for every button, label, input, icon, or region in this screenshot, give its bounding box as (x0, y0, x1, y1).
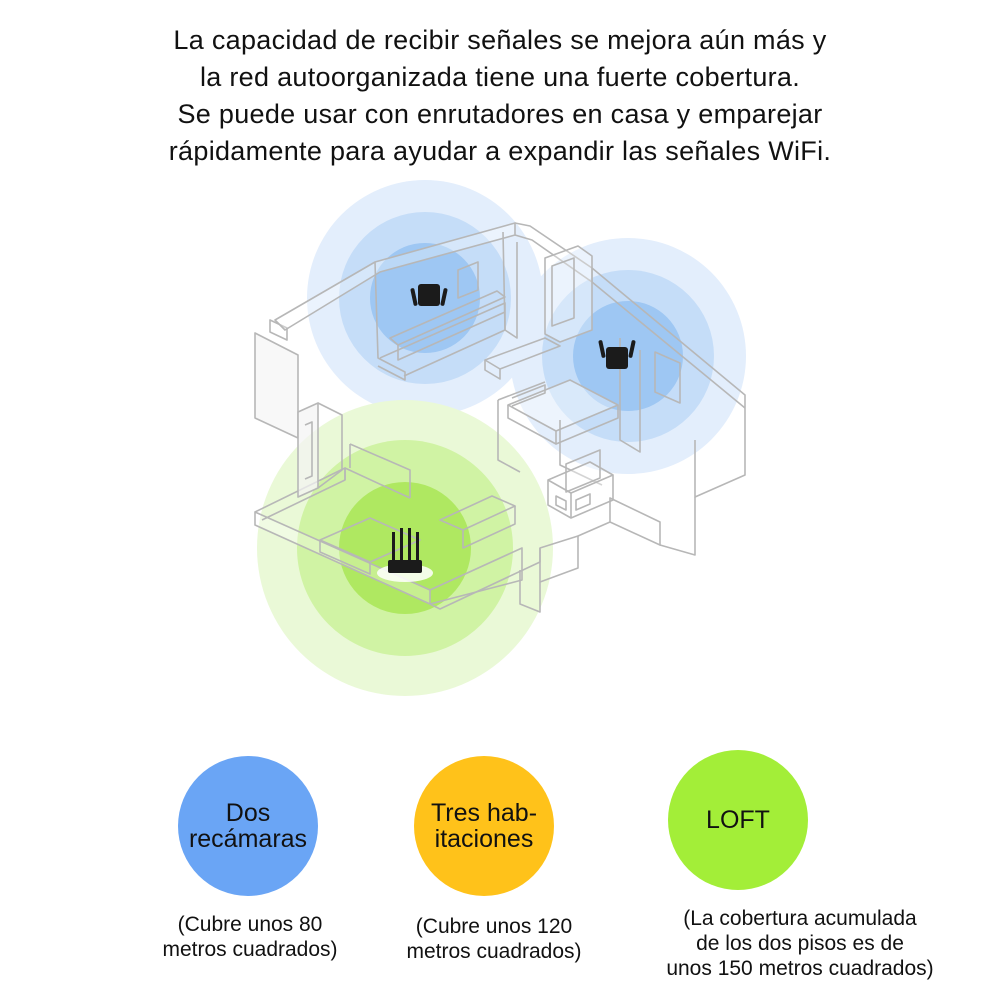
badge-label-line: recámaras (188, 825, 308, 853)
caption-line: metros cuadrados) (406, 940, 582, 963)
badge-label-line: Dos (225, 799, 271, 827)
headline-line-1: La capacidad de recibir señales se mejor… (173, 25, 827, 55)
coverage-badge-tres-habitaciones: Tres hab- itaciones (414, 756, 554, 896)
headline-line-2: la red autoorganizada tiene una fuerte c… (199, 62, 801, 92)
badge-label-line: LOFT (706, 806, 770, 834)
caption-line: unos 150 metros cuadrados) (666, 957, 934, 980)
signal-zone-router (257, 400, 553, 696)
badge-label-line: itaciones (434, 825, 534, 853)
wifi-extender-icon (598, 340, 636, 369)
router-icon (377, 528, 433, 582)
caption-line: de los dos pisos es de (696, 932, 904, 955)
wifi-extender-icon (410, 284, 448, 306)
coverage-caption-loft: (La cobertura acumulada de los dos pisos… (620, 906, 980, 981)
coverage-caption-tres-habitaciones: (Cubre unos 120 metros cuadrados) (370, 914, 618, 964)
headline-line-3: Se puede usar con enrutadores en casa y … (177, 99, 823, 129)
caption-line: metros cuadrados) (162, 938, 338, 961)
caption-line: (La cobertura acumulada (683, 907, 917, 930)
house-outline (254, 222, 746, 613)
coverage-badge-loft: LOFT (668, 750, 808, 890)
coverage-badge-dos-recamaras: Dos recámaras (178, 756, 318, 896)
headline: La capacidad de recibir señales se mejor… (0, 22, 1000, 170)
badge-label-line: Tres hab- (430, 799, 538, 827)
headline-line-4: rápidamente para ayudar a expandir las s… (168, 136, 832, 166)
caption-line: (Cubre unos 80 (177, 913, 323, 936)
coverage-caption-dos-recamaras: (Cubre unos 80 metros cuadrados) (130, 912, 370, 962)
caption-line: (Cubre unos 120 (415, 915, 573, 938)
